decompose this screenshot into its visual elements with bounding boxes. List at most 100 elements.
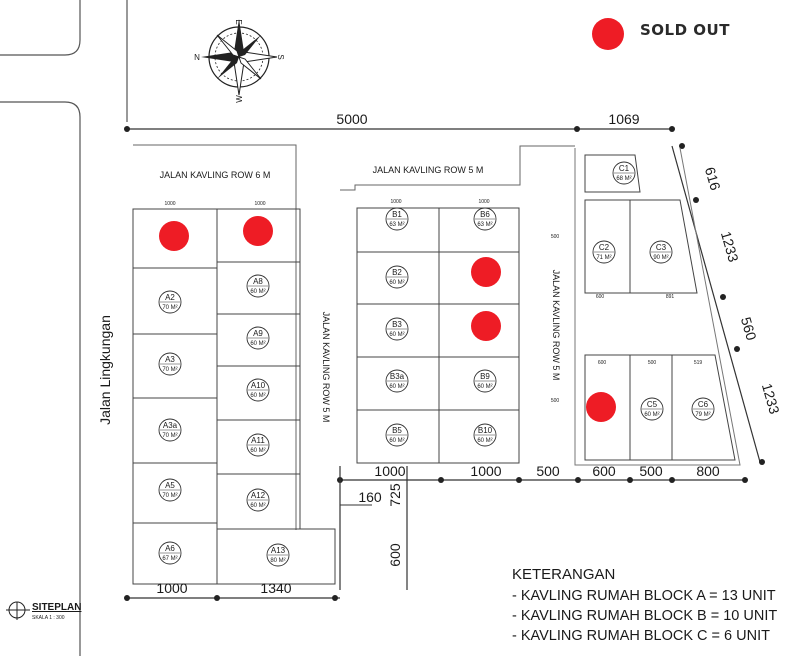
svg-text:600: 600 xyxy=(598,360,607,366)
lot-area: 60 M² xyxy=(250,393,265,399)
lot-a12[interactable]: A12 60 M² xyxy=(246,488,270,512)
svg-text:1000: 1000 xyxy=(254,201,265,207)
lot-name: B9 xyxy=(480,372,490,381)
lot-area: 60 M² xyxy=(477,438,492,444)
dim-1233-b: 1233 xyxy=(759,381,783,416)
lot-name: A12 xyxy=(251,491,266,500)
lot-name: A5 xyxy=(165,481,175,490)
lot-area: 60 M² xyxy=(477,384,492,390)
lot-name: A9 xyxy=(253,329,263,338)
lot-name: B3a xyxy=(390,372,405,381)
siteplan-scale: SKALA 1 : 300 xyxy=(32,615,65,621)
lot-a8[interactable]: A8 60 M² xyxy=(246,274,270,298)
lot-name: A11 xyxy=(251,436,265,445)
sold-out-dot xyxy=(243,216,273,246)
dim-bottom-1340: 1340 xyxy=(260,580,291,596)
lot-b3[interactable]: B3 60 M² xyxy=(385,317,409,341)
lot-name: B3 xyxy=(392,320,402,329)
lot-c5[interactable]: C5 60 M² xyxy=(640,397,664,421)
siteplan-title-block: SITEPLAN SKALA 1 : 300 xyxy=(6,598,81,627)
lot-name: B6 xyxy=(480,210,490,219)
lot-b5[interactable]: B5 60 M² xyxy=(385,423,409,447)
lot-name: B5 xyxy=(392,426,402,435)
keterangan-item-c: - KAVLING RUMAH BLOCK C = 6 UNIT xyxy=(512,628,770,644)
dim-bottom-mid-5: 800 xyxy=(696,463,720,479)
svg-text:600: 600 xyxy=(596,294,605,300)
lot-name: A6 xyxy=(165,544,175,553)
lot-area: 70 M² xyxy=(162,433,177,439)
dim-bottom-mid-3: 600 xyxy=(592,463,616,479)
svg-text:500: 500 xyxy=(648,360,657,366)
lot-b9[interactable]: B9 60 M² xyxy=(473,369,497,393)
compass-w: W xyxy=(235,95,244,103)
svg-text:500: 500 xyxy=(551,234,560,240)
lot-area: 60 M² xyxy=(250,503,265,509)
lot-name: A2 xyxy=(165,293,175,302)
lot-name: A8 xyxy=(253,277,263,286)
lot-c2[interactable]: C2 71 M² xyxy=(592,240,616,264)
road-row5-left-label: JALAN KAVLING ROW 5 M xyxy=(321,312,331,423)
lot-area: 60 M² xyxy=(250,289,265,295)
road-row5-top-label: JALAN KAVLING ROW 5 M xyxy=(373,165,484,175)
dim-bottom-mid-1: 1000 xyxy=(470,463,501,479)
lot-name: A10 xyxy=(251,381,266,390)
svg-text:1000: 1000 xyxy=(164,201,175,207)
lot-area: 60 M² xyxy=(250,341,265,347)
lot-area: 60 M² xyxy=(389,438,404,444)
lot-name: C2 xyxy=(599,243,610,252)
dim-1233-a: 1233 xyxy=(718,229,742,264)
lot-name: C5 xyxy=(647,400,658,409)
lot-a7[interactable] xyxy=(243,216,273,246)
lot-a10[interactable]: A10 60 M² xyxy=(246,378,270,402)
lot-b2[interactable]: B2 60 M² xyxy=(385,265,409,289)
lot-c4[interactable] xyxy=(586,392,616,422)
keterangan-item-b: - KAVLING RUMAH BLOCK B = 10 UNIT xyxy=(512,608,778,624)
dim-bottom-mid-2: 500 xyxy=(536,463,560,479)
lot-name: C6 xyxy=(698,400,709,409)
lot-b7[interactable] xyxy=(471,257,501,287)
dim-bottom-mid-4: 500 xyxy=(639,463,663,479)
road-lingkungan-label: Jalan Lingkungan xyxy=(97,315,113,425)
lot-name: C1 xyxy=(619,164,630,173)
lot-a3a[interactable]: A3a 70 M² xyxy=(158,418,182,442)
lot-name: B2 xyxy=(392,268,402,277)
keterangan-legend: KETERANGAN - KAVLING RUMAH BLOCK A = 13 … xyxy=(512,566,777,646)
lot-area: 68 M² xyxy=(616,176,631,182)
lot-area: 60 M² xyxy=(644,412,659,418)
sold-out-label: SOLD OUT xyxy=(640,21,730,39)
lot-name: A3a xyxy=(163,421,178,430)
svg-text:1000: 1000 xyxy=(478,199,489,205)
compass-s: S xyxy=(276,54,285,59)
lot-area: 60 M² xyxy=(389,280,404,286)
dim-5000: 5000 xyxy=(336,111,367,127)
lot-area: 60 M² xyxy=(389,332,404,338)
lot-c1[interactable]: C1 68 M² xyxy=(612,161,636,185)
lot-name: A3 xyxy=(165,355,175,364)
keterangan-item-a: - KAVLING RUMAH BLOCK A = 13 UNIT xyxy=(512,588,776,604)
lot-b8[interactable] xyxy=(471,311,501,341)
lot-name: B1 xyxy=(392,210,402,219)
svg-text:500: 500 xyxy=(551,398,560,404)
lot-a9[interactable]: A9 60 M² xyxy=(246,326,270,350)
dim-bottom-1000: 1000 xyxy=(156,580,187,596)
dim-bottom-mid-0: 1000 xyxy=(374,463,405,479)
lot-area: 71 M² xyxy=(596,255,611,261)
sold-out-dot xyxy=(471,311,501,341)
lot-a1[interactable] xyxy=(159,221,189,251)
svg-text:891: 891 xyxy=(666,294,675,300)
sold-out-dot xyxy=(586,392,616,422)
road-row5-right-label: JALAN KAVLING ROW 5 M xyxy=(551,270,561,381)
